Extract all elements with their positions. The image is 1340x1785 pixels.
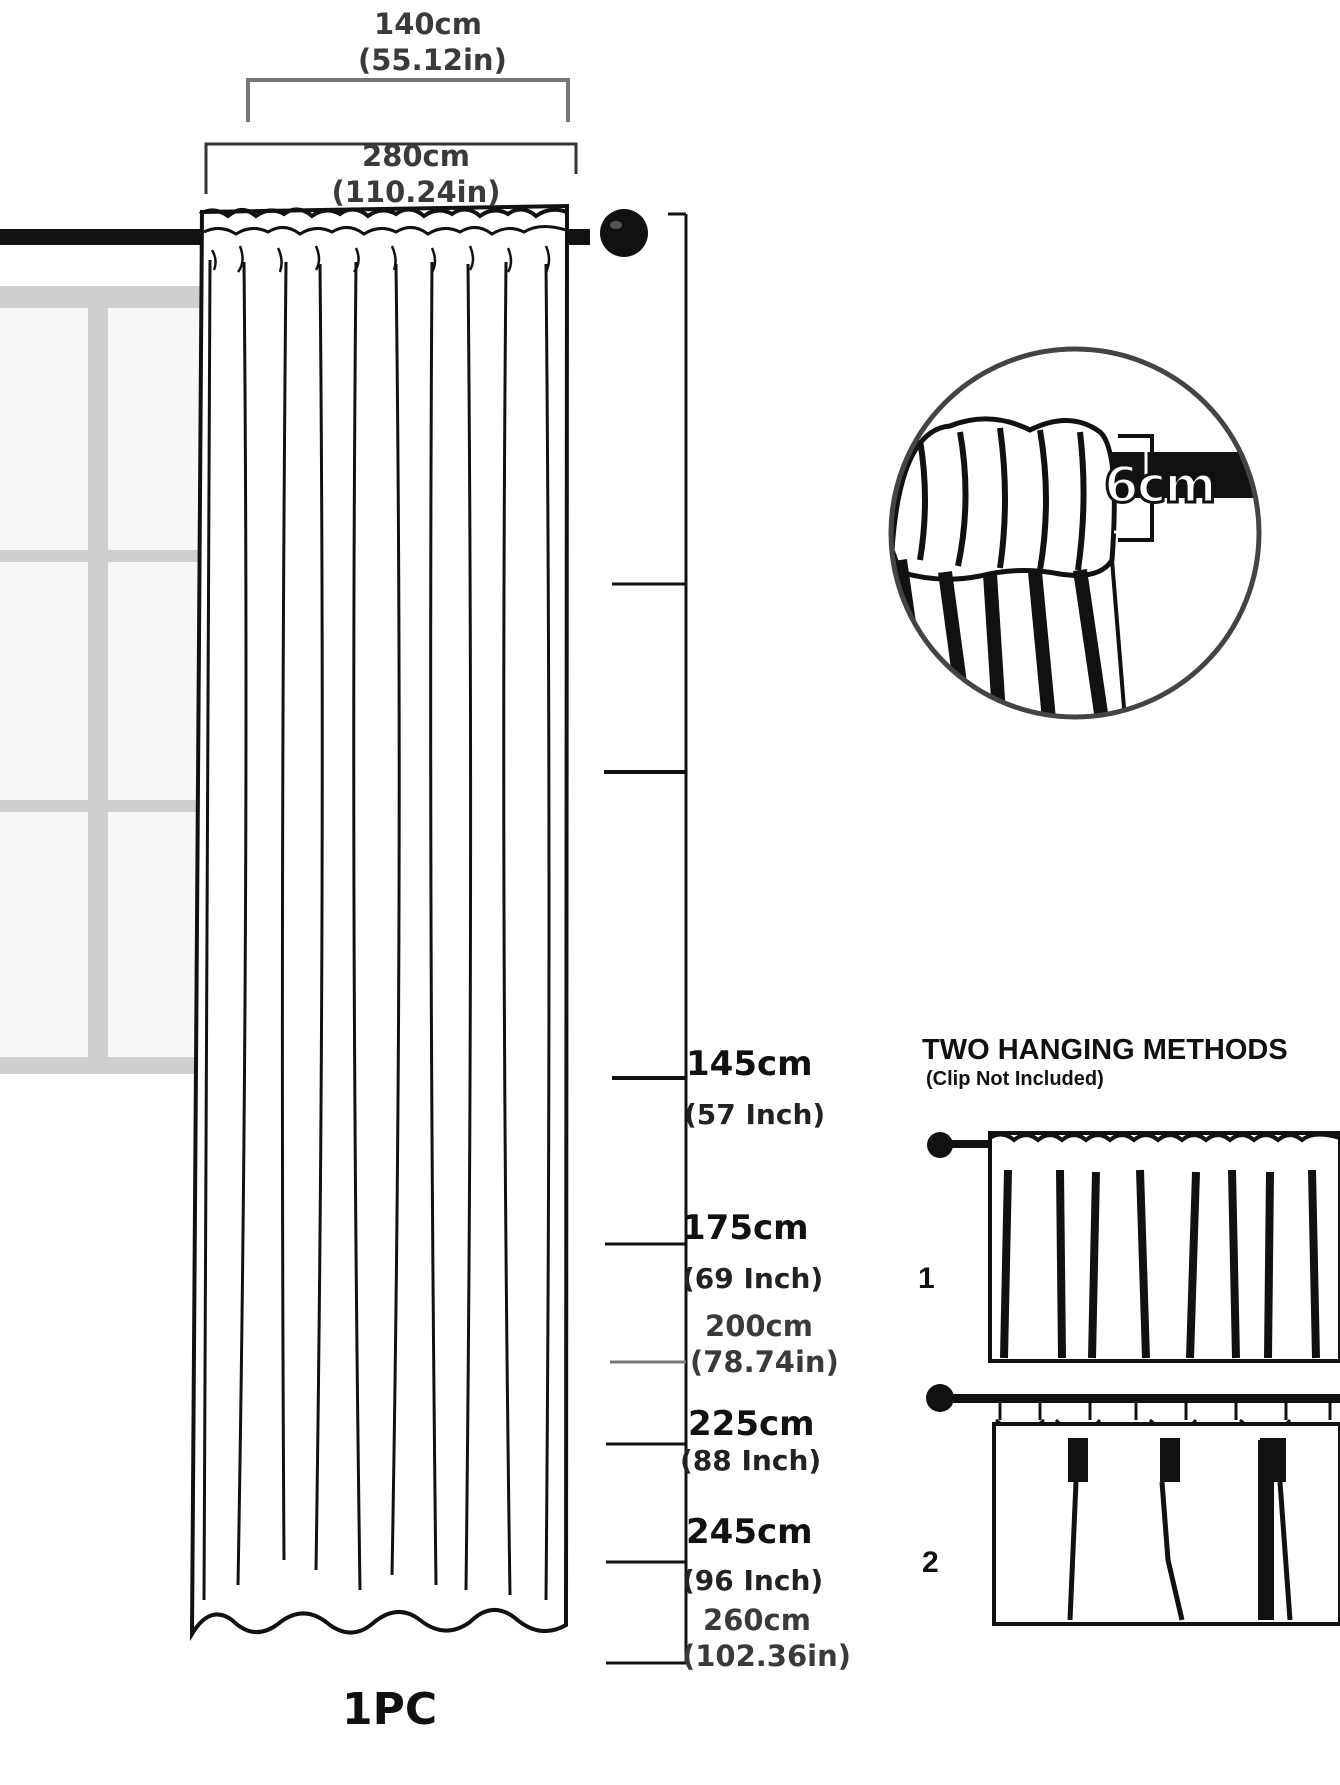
top-width-cm: 140cm (374, 7, 482, 41)
length-225cm-inch: (88 Inch) (680, 1444, 822, 1477)
top-width-in: (55.12in) (358, 43, 507, 77)
length-200cm-cm: 200cm (705, 1309, 813, 1343)
top-width-label: 140cm (55.12in) (358, 6, 507, 78)
length-225cm: 225cm (688, 1404, 815, 1444)
hanging-methods-title: TWO HANGING METHODS (922, 1034, 1288, 1066)
length-175cm: 175cm (682, 1208, 809, 1248)
panel-width-in: (110.24in) (331, 175, 501, 209)
curtain-panel (189, 203, 570, 1642)
length-260cm: 260cm (102.36in) (682, 1602, 852, 1674)
length-175cm-inch: (69 Inch) (682, 1262, 824, 1295)
length-scale (604, 212, 688, 1665)
hanging-methods-note: (Clip Not Included) (926, 1068, 1104, 1090)
method-1-number: 1 (918, 1262, 935, 1295)
rod-pocket-label: 6cm (1103, 455, 1219, 516)
length-145cm: 145cm (686, 1044, 813, 1084)
method-2-number: 2 (922, 1546, 939, 1579)
length-260cm-in: (102.36in) (682, 1639, 852, 1673)
top-width-bracket (246, 78, 570, 122)
method-2-illustration (926, 1384, 1340, 1626)
window-frame (0, 286, 200, 1074)
length-145cm-inch: (57 Inch) (684, 1098, 826, 1131)
length-245cm: 245cm (686, 1512, 813, 1552)
length-260cm-cm: 260cm (703, 1603, 811, 1637)
panel-width-label: 280cm (110.24in) (326, 138, 506, 210)
panel-width-bracket (204, 142, 578, 194)
method-1-illustration (927, 1131, 1340, 1363)
quantity-label: 1PC (342, 1684, 438, 1735)
length-200cm-in: (78.74in) (690, 1345, 839, 1379)
length-200cm: 200cm (78.74in) (690, 1308, 839, 1380)
length-245cm-inch: (96 Inch) (682, 1564, 824, 1597)
panel-width-cm: 280cm (362, 139, 470, 173)
rod-pocket-detail (888, 346, 1262, 720)
